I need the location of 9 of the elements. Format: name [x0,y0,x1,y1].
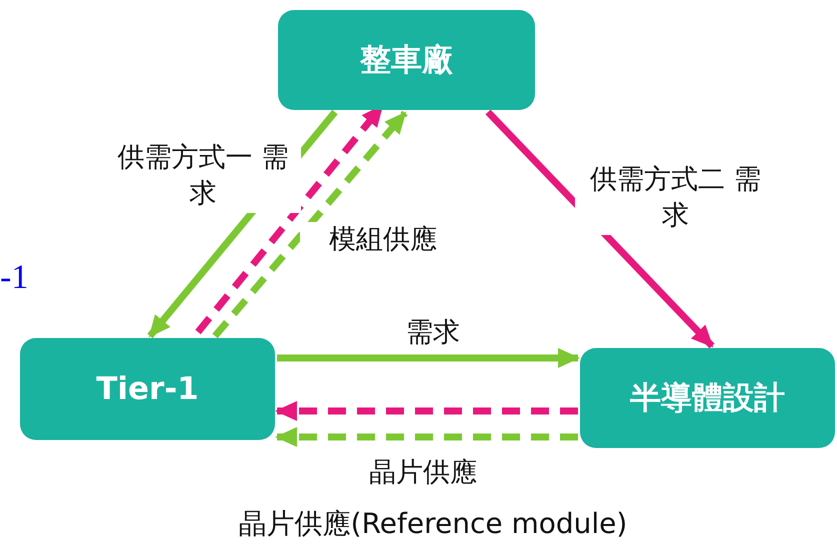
process-box: 半導體設計 [580,348,835,448]
arrow [275,401,578,421]
arrow [277,348,580,368]
process-box: Tier-1 [20,338,275,440]
arrow [212,110,408,338]
process-box: 整車廠 [278,10,535,110]
arrow [275,427,578,447]
arrow [485,110,715,348]
text-fragment: -1 [0,258,28,298]
